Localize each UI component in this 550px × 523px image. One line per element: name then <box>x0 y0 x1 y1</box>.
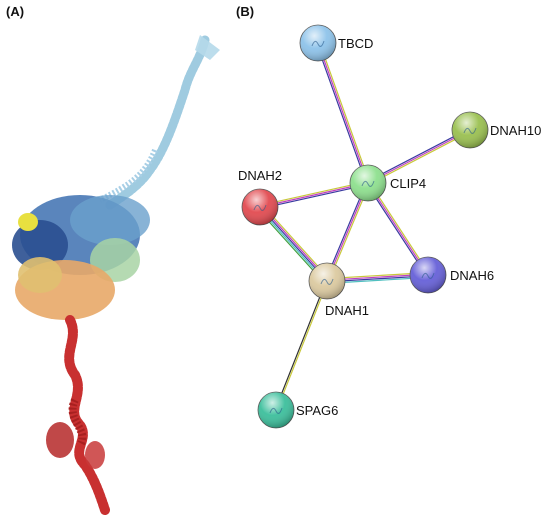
node-clip4[interactable]: CLIP4 <box>349 164 426 202</box>
edge-dnah2-clip4 <box>259 180 369 210</box>
node-label-spag6: SPAG6 <box>296 403 338 418</box>
node-label-clip4: CLIP4 <box>390 176 426 191</box>
edge-line <box>315 43 368 184</box>
node-structure-icon <box>320 278 334 285</box>
edge-dnah10-clip4 <box>366 128 472 185</box>
edge-line <box>366 128 470 183</box>
edge-line <box>368 130 472 185</box>
node-dnah1[interactable]: DNAH1 <box>308 262 369 318</box>
node-label-dnah6: DNAH6 <box>450 268 494 283</box>
edge-line <box>317 42 369 184</box>
node-dnah2[interactable]: DNAH2 <box>238 168 282 226</box>
node-structure-icon <box>361 180 375 187</box>
node-structure-icon <box>463 127 477 134</box>
panel-b-label: (B) <box>236 4 255 19</box>
edge-tbcd-clip4 <box>315 42 371 184</box>
panel-a-label: (A) <box>6 4 25 19</box>
node-structure-icon <box>311 40 325 47</box>
node-label-dnah10: DNAH10 <box>490 123 541 138</box>
node-structure-icon <box>269 407 283 414</box>
edge-line <box>318 42 371 183</box>
edge-dnah1-spag6 <box>274 280 329 411</box>
edge-line <box>260 183 369 210</box>
edge-line <box>276 281 329 411</box>
edge-line <box>259 182 369 208</box>
node-dnah10[interactable]: DNAH10 <box>451 111 541 149</box>
node-label-tbcd: TBCD <box>338 36 373 51</box>
node-dnah6[interactable]: DNAH6 <box>409 256 494 294</box>
node-label-dnah1: DNAH1 <box>325 303 369 318</box>
node-label-dnah2: DNAH2 <box>238 168 282 183</box>
node-spag6[interactable]: SPAG6 <box>257 391 338 429</box>
node-tbcd[interactable]: TBCD <box>299 24 373 62</box>
edge-line <box>259 180 368 207</box>
edge-line <box>274 280 327 410</box>
node-structure-icon <box>421 272 435 279</box>
node-structure-icon <box>253 204 267 211</box>
edge-line <box>367 129 471 184</box>
